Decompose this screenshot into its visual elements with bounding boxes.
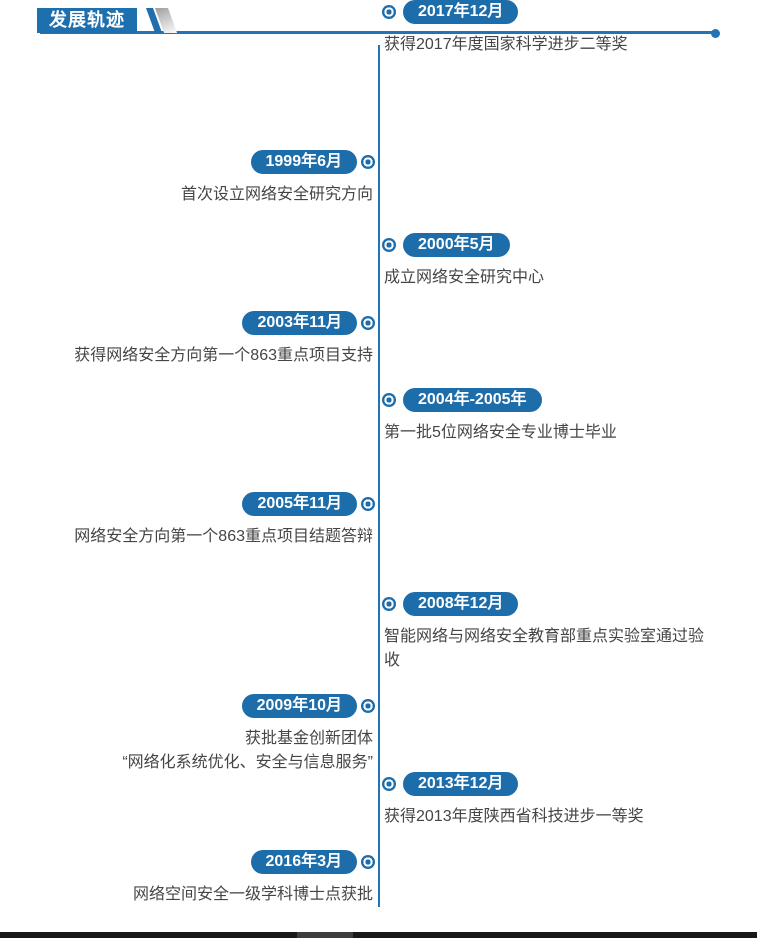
event-description: 智能网络与网络安全教育部重点实验室通过验收	[384, 628, 705, 669]
horizontal-scrollbar-thumb[interactable]	[297, 932, 353, 938]
timeline-item-header: 2003年11月	[39, 311, 375, 335]
timeline-item-header: 2016年3月	[39, 850, 375, 874]
date-badge: 2009年10月	[241, 694, 357, 718]
timeline-item: 2016年3月 网络空间安全一级学科博士点获批	[39, 850, 375, 907]
timeline-item: 2008年12月 智能网络与网络安全教育部重点实验室通过验收	[382, 592, 718, 673]
timeline-item-header: 2009年10月	[39, 694, 375, 718]
header-line-end-dot-icon	[711, 29, 720, 38]
timeline-item: 2003年11月 获得网络安全方向第一个863重点项目支持	[39, 311, 375, 368]
timeline-item-header: 2004年-2005年	[382, 388, 718, 412]
date-badge: 2013年12月	[403, 772, 519, 796]
event-description: 获得网络安全方向第一个863重点项目支持	[74, 347, 373, 364]
timeline-item-header: 2000年5月	[382, 233, 718, 257]
timeline-item-header: 2017年12月	[382, 0, 718, 24]
horizontal-scrollbar[interactable]	[0, 932, 757, 938]
timeline-item: 2013年12月 获得2013年度陕西省科技进步一等奖	[382, 772, 718, 829]
timeline-node-icon	[382, 597, 396, 611]
timeline-node-icon	[361, 155, 375, 169]
timeline-node-icon	[382, 777, 396, 791]
event-description: 第一批5位网络安全专业博士毕业	[384, 424, 617, 441]
date-badge: 2017年12月	[403, 0, 519, 24]
event-description: 网络安全方向第一个863重点项目结题答辩	[74, 528, 373, 545]
event-description: 获得2013年度陕西省科技进步一等奖	[384, 808, 644, 825]
timeline-node-icon	[361, 855, 375, 869]
date-badge: 2003年11月	[242, 311, 357, 335]
date-badge: 2016年3月	[250, 850, 357, 874]
timeline-node-icon	[361, 497, 375, 511]
page-title: 发展轨迹	[37, 8, 137, 33]
event-description: 获批基金创新团体 “网络化系统优化、安全与信息服务”	[122, 730, 373, 771]
timeline-item: 2004年-2005年 第一批5位网络安全专业博士毕业	[382, 388, 718, 445]
timeline-node-icon	[382, 5, 396, 19]
timeline-item-header: 2008年12月	[382, 592, 718, 616]
timeline-item-header: 2005年11月	[39, 492, 375, 516]
date-badge: 2005年11月	[242, 492, 357, 516]
timeline-item: 2017年12月 获得2017年度国家科学进步二等奖	[382, 0, 718, 57]
date-badge: 2000年5月	[403, 233, 510, 257]
event-description: 网络空间安全一级学科博士点获批	[132, 886, 373, 903]
timeline-axis	[378, 45, 380, 907]
section-header: 发展轨迹	[0, 0, 757, 46]
timeline-item-header: 1999年6月	[39, 150, 375, 174]
timeline-node-icon	[361, 699, 375, 713]
event-description: 成立网络安全研究中心	[384, 269, 545, 286]
date-badge: 2004年-2005年	[403, 388, 542, 412]
timeline-item-header: 2013年12月	[382, 772, 718, 796]
event-description: 获得2017年度国家科学进步二等奖	[384, 36, 628, 53]
event-description: 首次设立网络安全研究方向	[180, 186, 373, 203]
timeline-node-icon	[361, 316, 375, 330]
timeline-item: 2005年11月 网络安全方向第一个863重点项目结题答辩	[39, 492, 375, 549]
timeline-item: 2000年5月 成立网络安全研究中心	[382, 233, 718, 290]
timeline-item: 1999年6月 首次设立网络安全研究方向	[39, 150, 375, 207]
date-badge: 2008年12月	[403, 592, 519, 616]
date-badge: 1999年6月	[250, 150, 357, 174]
header-divider-line	[40, 31, 714, 34]
timeline-item: 2009年10月 获批基金创新团体 “网络化系统优化、安全与信息服务”	[39, 694, 375, 775]
timeline-node-icon	[382, 393, 396, 407]
timeline-node-icon	[382, 238, 396, 252]
